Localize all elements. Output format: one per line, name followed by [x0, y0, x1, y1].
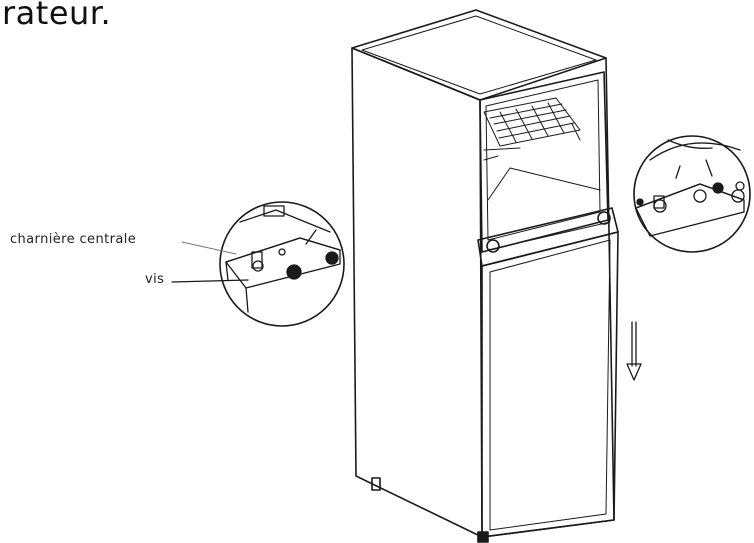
- detail-circle-hinge: [219, 201, 345, 327]
- cabinet-foot-left: [371, 477, 381, 491]
- fridge-door-panel: [481, 231, 619, 538]
- detail-circle-right-outline: [633, 135, 751, 253]
- hinge-pin-right: [597, 211, 611, 225]
- fridge-door: [481, 231, 619, 538]
- freezer-rail: [483, 147, 521, 151]
- leader-line-hinge: [181, 241, 237, 255]
- page-heading-fragment: rateur.: [2, 0, 112, 32]
- freezer-opening: [479, 71, 609, 253]
- callout-label-screw: vis: [145, 272, 165, 287]
- arrow-down-icon: [626, 321, 642, 381]
- leader-line-screw: [171, 279, 249, 283]
- refrigerator-cabinet: [351, 9, 615, 543]
- callout-label-hinge: charnière centrale: [10, 232, 137, 247]
- freezer-floor: [487, 167, 601, 201]
- hinge-pin-left: [486, 239, 500, 253]
- cabinet-top-inner: [361, 15, 597, 95]
- wire-shelf: [483, 97, 581, 147]
- fridge-door-inner: [489, 239, 611, 531]
- detail-circle-right: [633, 135, 751, 253]
- freezer-inner-wall: [485, 79, 601, 241]
- detail-circle-hinge-outline: [219, 201, 345, 327]
- freezer-compartment: [479, 71, 609, 253]
- cabinet-side: [351, 47, 483, 538]
